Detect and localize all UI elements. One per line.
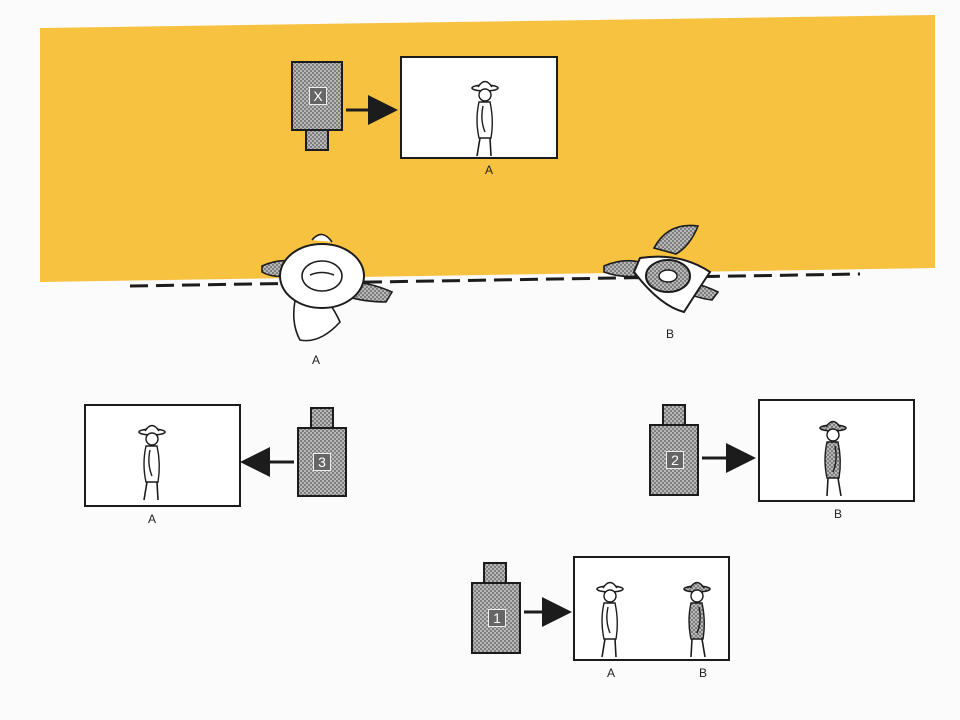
camera-2-label: 2	[666, 451, 684, 469]
actor-b-topdown-label: B	[665, 327, 674, 341]
frame-1-caption-b: B	[698, 666, 707, 680]
camera-3-label: 3	[313, 453, 331, 471]
camera-1-label: 1	[488, 609, 506, 627]
actor-b-topdown	[603, 224, 720, 314]
actor-a-topdown-label: A	[311, 353, 320, 367]
frame-3	[84, 404, 241, 507]
frame-3-caption: A	[147, 512, 156, 526]
camera-3	[297, 407, 347, 497]
camera-1	[471, 562, 521, 654]
camera-x-label: X	[309, 87, 327, 105]
frame-x	[400, 56, 558, 159]
frame-2	[758, 399, 915, 502]
frame-2-caption: B	[833, 507, 842, 521]
camera-2	[649, 404, 699, 496]
frame-x-caption: A	[484, 163, 493, 177]
action-line	[129, 272, 861, 288]
frame-1-caption-a: A	[606, 666, 615, 680]
frame-1	[573, 556, 730, 661]
actor-a-topdown	[261, 233, 394, 342]
